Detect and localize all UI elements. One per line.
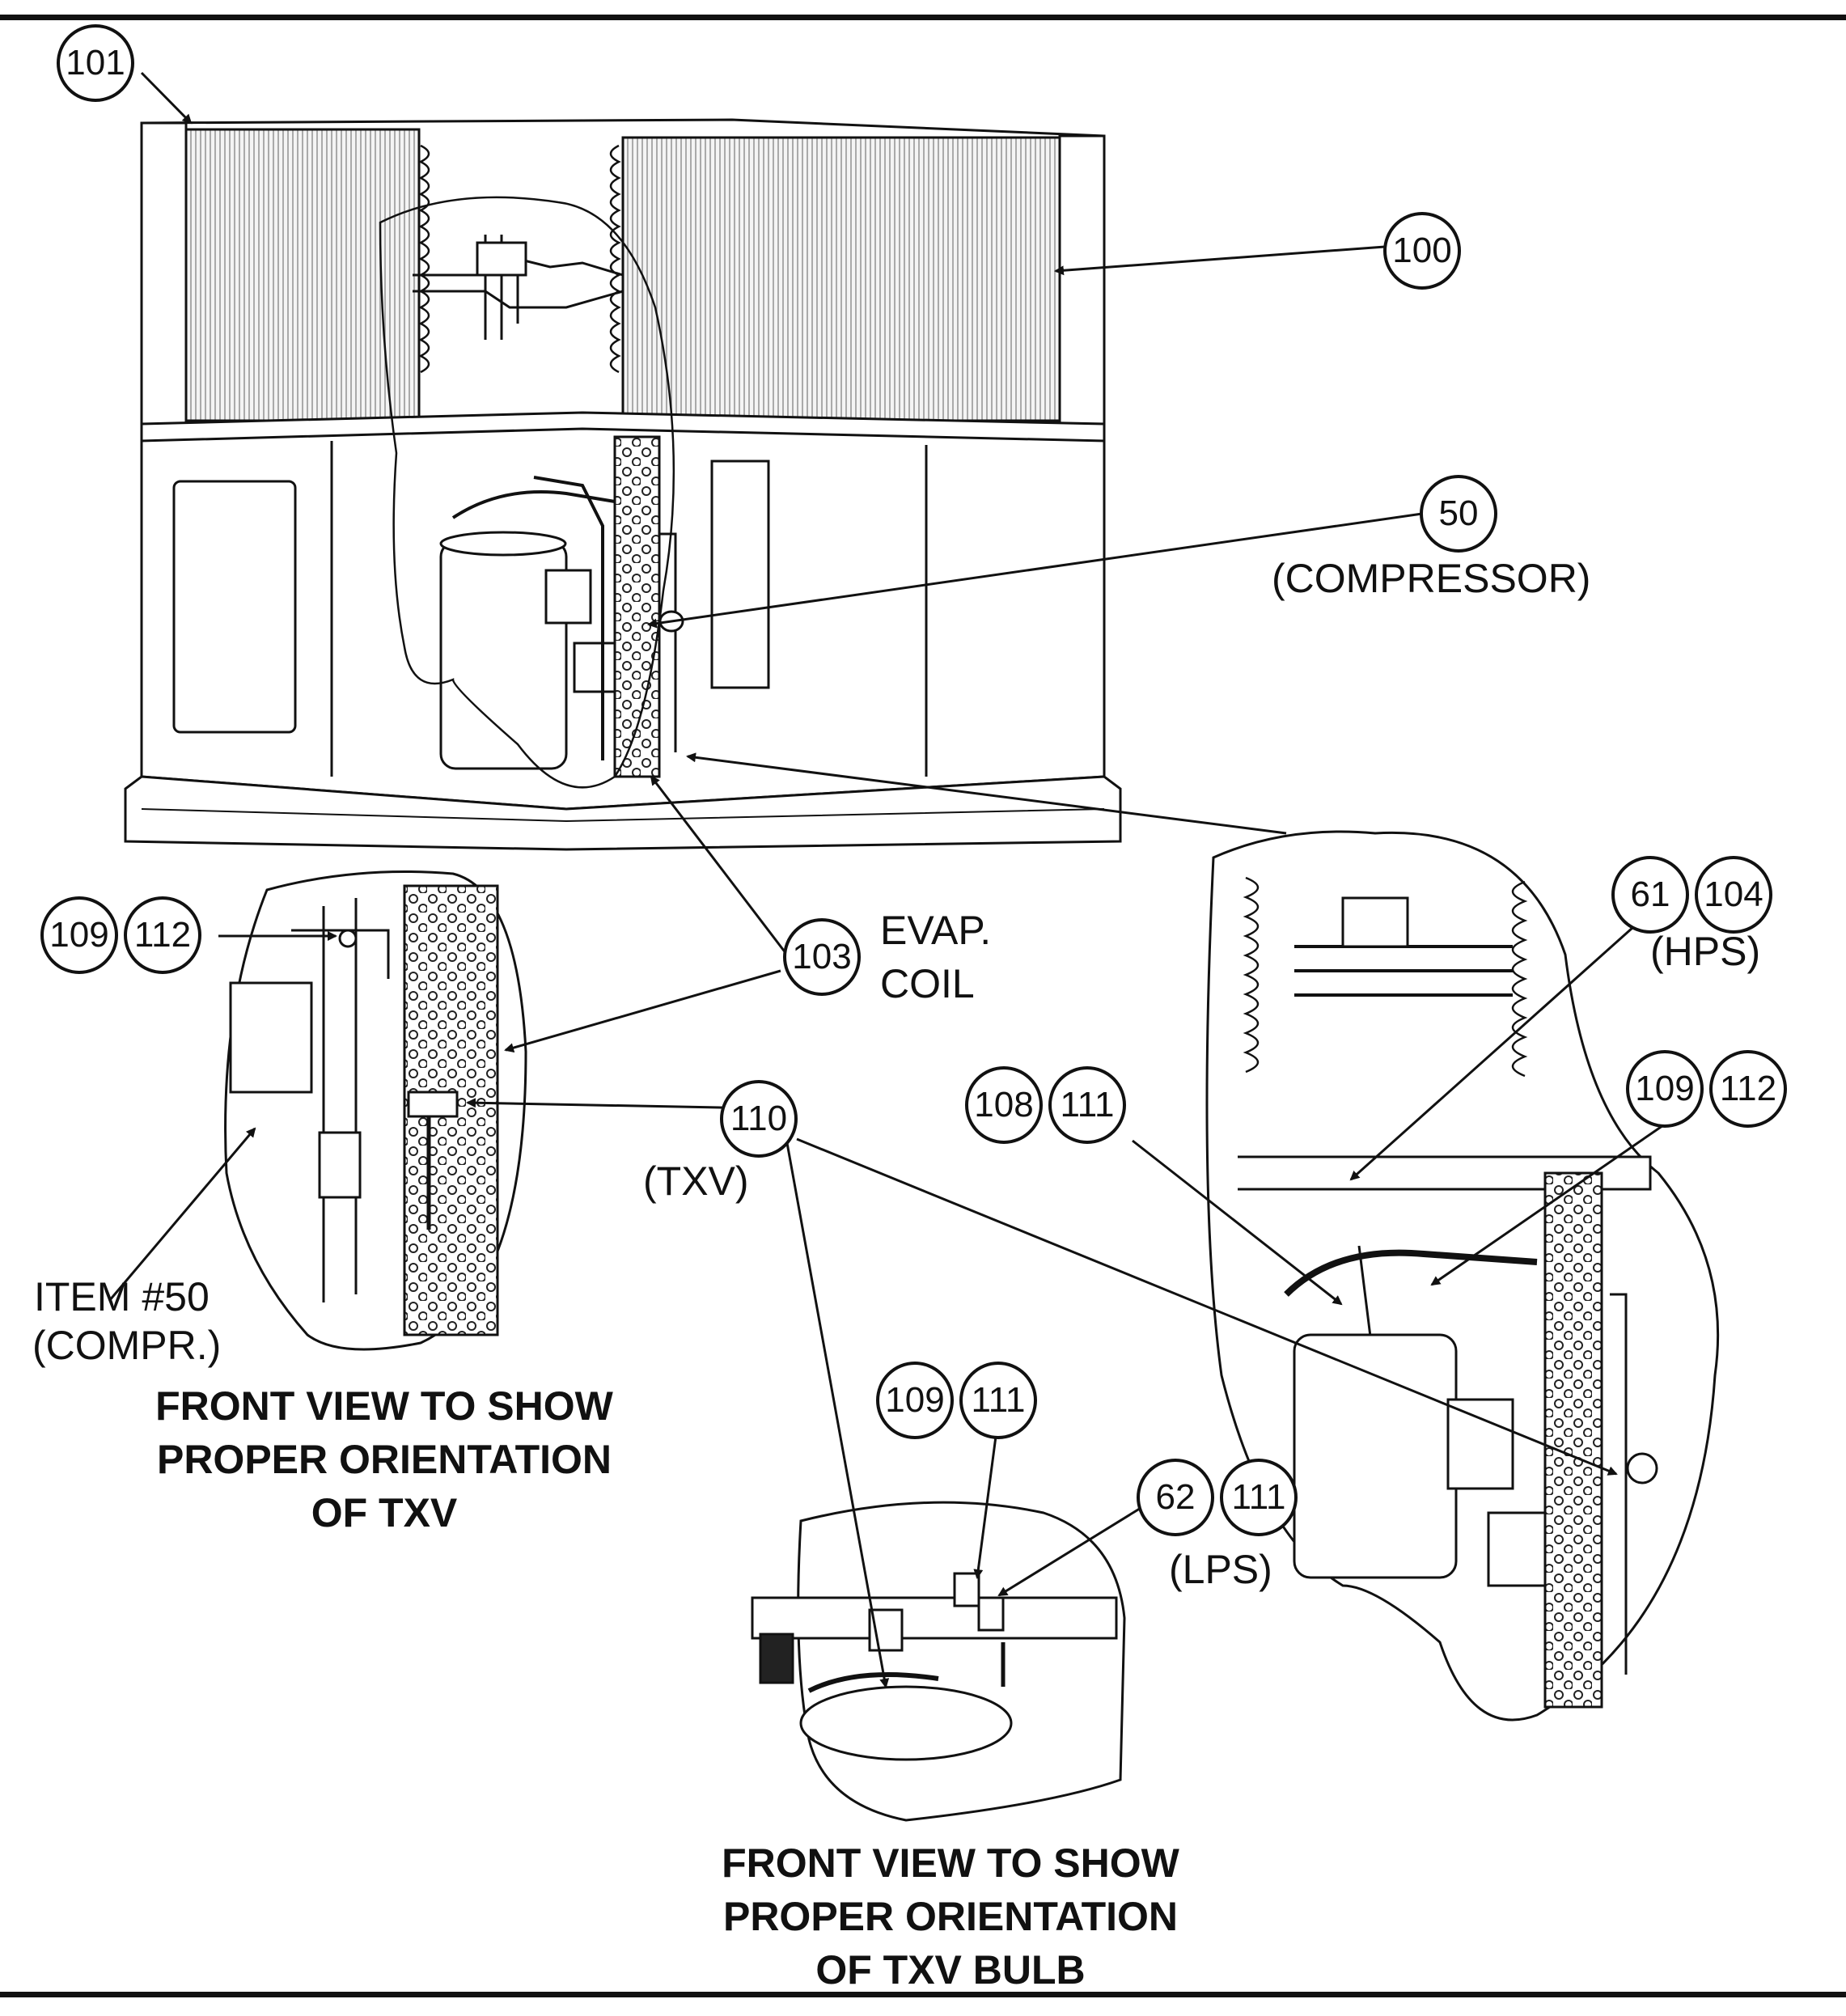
txv-caption: FRONT VIEW TO SHOW PROPER ORIENTATION OF…: [121, 1379, 647, 1540]
callout-110: 110: [720, 1080, 798, 1158]
txv-caption-line3: OF TXV: [311, 1490, 458, 1535]
evap-coil-detail: [1543, 1171, 1603, 1709]
callout-109-right: 109: [1626, 1050, 1704, 1128]
callout-100: 100: [1383, 212, 1461, 290]
evap-coil-main: [613, 435, 661, 778]
callout-112-right: 112: [1709, 1050, 1787, 1128]
hps-label: (HPS): [1650, 929, 1761, 974]
control-box: [710, 460, 770, 689]
corner-post-right: [1058, 134, 1106, 426]
callout-111-right: 111: [1048, 1066, 1126, 1144]
leader-lines: [108, 71, 1679, 1688]
bulb-caption-line2: PROPER ORIENTATION: [722, 1894, 1179, 1939]
evap-coil-label-line2: COIL: [880, 961, 975, 1006]
evap-coil-label-line1: EVAP.: [880, 908, 992, 953]
item50-label-line2: (COMPR.): [32, 1323, 222, 1368]
callout-109-left: 109: [40, 896, 118, 974]
callout-103: 103: [783, 918, 861, 996]
bulb-detail: [751, 1501, 1126, 1822]
access-panel: [172, 480, 297, 734]
bottom-rule: [0, 1992, 1846, 1997]
condenser-coil-right: [621, 136, 1061, 422]
callout-111-bottom: 111: [959, 1362, 1037, 1439]
item50-label-line1: ITEM #50: [34, 1274, 210, 1319]
callout-62: 62: [1137, 1459, 1214, 1536]
bulb-caption-line3: OF TXV BULB: [815, 1947, 1086, 1993]
callout-112-left: 112: [124, 896, 201, 974]
compressor-label: (COMPRESSOR): [1272, 556, 1591, 601]
txv-caption-line2: PROPER ORIENTATION: [156, 1437, 612, 1482]
txv-detail: [224, 870, 527, 1351]
txv-label: (TXV): [643, 1158, 749, 1204]
lps-label: (LPS): [1169, 1547, 1272, 1592]
callout-61: 61: [1611, 856, 1689, 934]
bulb-caption: FRONT VIEW TO SHOW PROPER ORIENTATION OF…: [688, 1836, 1213, 1997]
txv-caption-line1: FRONT VIEW TO SHOW: [155, 1383, 613, 1429]
corner-post-left: [140, 121, 188, 426]
callout-109-bottom: 109: [876, 1362, 954, 1439]
hps-detail: [1205, 830, 1720, 1722]
main-unit: [124, 118, 1122, 851]
callout-108: 108: [965, 1066, 1043, 1144]
bulb-caption-line1: FRONT VIEW TO SHOW: [722, 1840, 1179, 1886]
callout-50: 50: [1420, 475, 1497, 553]
condenser-coil-left: [183, 128, 421, 422]
callout-104: 104: [1695, 856, 1772, 934]
callout-111-lps: 111: [1220, 1459, 1298, 1536]
top-rule: [0, 15, 1846, 20]
callout-101: 101: [57, 24, 134, 102]
